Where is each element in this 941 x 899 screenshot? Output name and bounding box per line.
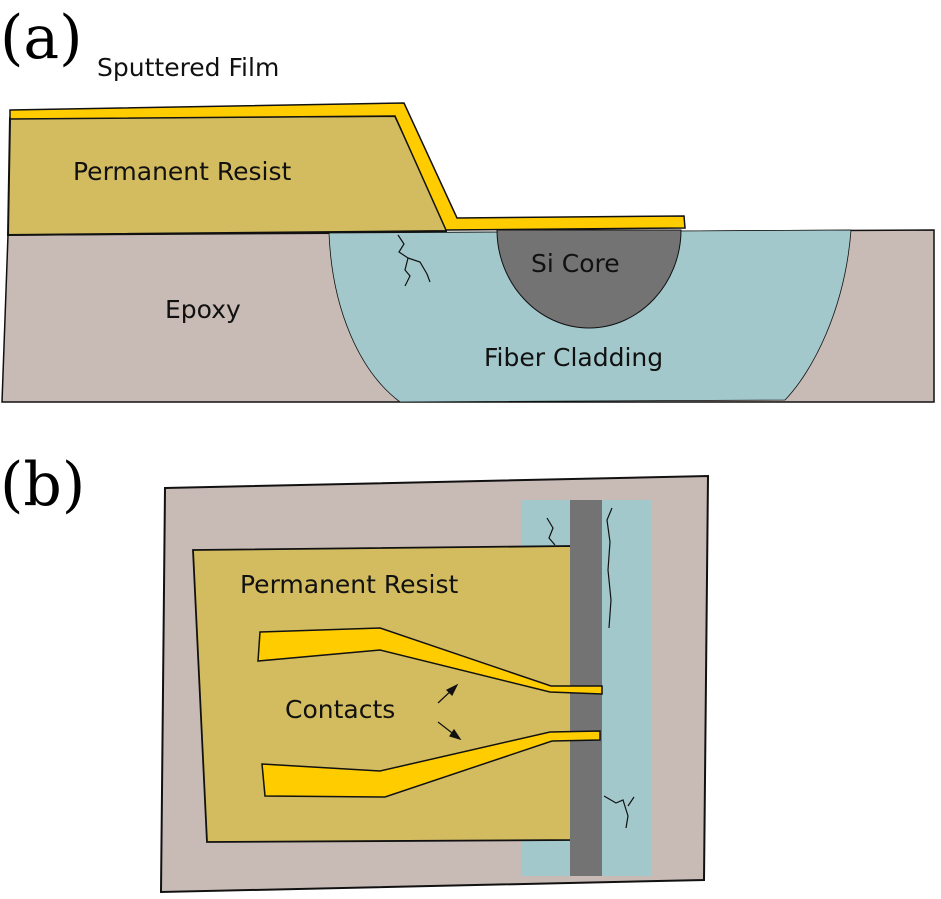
permanent-resist-label-a: Permanent Resist xyxy=(73,157,292,186)
sputtered-film-label: Sputtered Film xyxy=(97,53,279,82)
panel-b-label: (b) xyxy=(0,450,85,520)
contact-trace-lower xyxy=(261,730,601,798)
fiber-cladding-label: Fiber Cladding xyxy=(484,343,663,372)
epoxy-label: Epoxy xyxy=(165,295,241,324)
contacts-arrows xyxy=(437,683,462,741)
contact-trace-upper xyxy=(257,627,603,695)
sputtered-film-layer xyxy=(9,102,686,231)
crack-1 xyxy=(546,517,556,546)
cladding-crack xyxy=(397,234,431,287)
crack-3 xyxy=(603,795,635,829)
si-core xyxy=(496,229,682,329)
crack-2 xyxy=(606,507,613,629)
panel-b: (b) Permanent Resist Contacts xyxy=(0,450,710,894)
panel-a-label: (a) xyxy=(0,3,83,73)
contacts-label: Contacts xyxy=(285,695,395,724)
panel-a: (a) Sputtered Film Permanent Resist Epox… xyxy=(0,3,935,403)
si-core-label: Si Core xyxy=(531,249,620,278)
permanent-resist-label-b: Permanent Resist xyxy=(240,570,459,599)
